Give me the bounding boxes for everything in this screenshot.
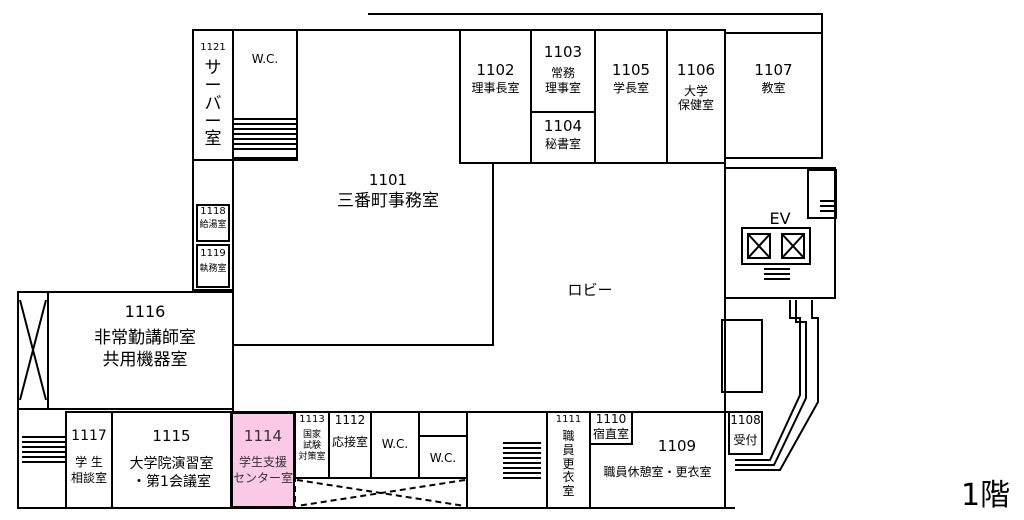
floor-label: 1階: [961, 478, 1011, 513]
room-1117-number: 1117: [71, 428, 107, 444]
room-1104-number: 1104: [543, 117, 583, 135]
room-1119-number: 1119: [200, 248, 226, 259]
room-1115-number: 1115: [152, 427, 191, 445]
room-1111-name: 職 員 更 衣 室: [562, 429, 575, 499]
room-1118-name: 給湯室: [199, 220, 227, 230]
room-1105-number: 1105: [611, 61, 651, 79]
ev-car-2: [781, 233, 805, 259]
room-1101-number: 1101: [368, 171, 408, 189]
room-1110-name: 宿直室: [592, 427, 629, 441]
wall-lobby: [493, 162, 726, 412]
room-1119-name: 執務室: [199, 264, 227, 274]
room-1121-number: 1121: [200, 42, 226, 53]
stair-hatch-right: [820, 200, 834, 212]
room-1106-number: 1106: [676, 61, 716, 79]
ramp-line-3: [735, 300, 819, 471]
wc-bottom-2-label: W.C.: [429, 451, 457, 465]
ramp-line-1: [735, 300, 801, 461]
wall-stair-bottom: [466, 411, 548, 509]
wall-1108: [728, 411, 763, 455]
room-1103-name: 常務 理事室: [544, 66, 581, 95]
room-1106-name: 大学 保健室: [677, 84, 714, 113]
ev-block: [724, 167, 836, 299]
stair-1116: [17, 291, 49, 410]
ramp-line-2: [735, 300, 807, 466]
room-1121-name: サ ー バ ー 室: [204, 58, 222, 150]
room-1114-name: 学生支援 センター室: [232, 455, 293, 485]
room-1111-number: 1111: [555, 414, 582, 425]
room-1114-number: 1114: [243, 427, 283, 445]
stair-1116-x2: [19, 299, 47, 401]
room-1114-fill: [231, 412, 295, 508]
room-1108-number: 1108: [730, 413, 761, 427]
ev-shaft: [741, 227, 811, 265]
ev-label: EV: [769, 209, 791, 228]
room-1112-name: 応接室: [331, 435, 368, 449]
room-1108-name: 受付: [733, 433, 758, 447]
wc-top-label: W.C.: [251, 52, 279, 66]
ev-car-1-x2: [747, 233, 771, 259]
ev-car-2-x2: [781, 233, 805, 259]
wall-1107: [724, 32, 823, 159]
stair-hatch-left: [22, 436, 66, 463]
outer-wall-top: [368, 13, 823, 33]
room-1113-number: 1113: [299, 414, 325, 425]
room-1103-number: 1103: [543, 43, 583, 61]
wall-1118: [196, 204, 230, 242]
right-small-box: [721, 319, 763, 393]
lobby-label: ロビー: [567, 281, 613, 299]
room-1118-number: 1118: [200, 206, 226, 217]
room-1110-number: 1110: [595, 412, 627, 426]
room-1104-name: 秘書室: [544, 137, 581, 151]
corridor-dashed: [294, 477, 468, 509]
room-1107-name: 教室: [761, 81, 786, 95]
room-1109-number: 1109: [657, 437, 697, 455]
room-1105-name: 学長室: [612, 81, 649, 95]
room-1102-name: 理事長室: [471, 81, 520, 95]
wc-bottom-1-label: W.C.: [381, 437, 409, 451]
right-stair-box: [807, 169, 837, 219]
ev-car-1: [747, 233, 771, 259]
stair-hatch-top: [233, 118, 297, 150]
room-1101-name: 三番町事務室: [337, 191, 439, 211]
room-1102-number: 1102: [476, 61, 515, 79]
corridor-dashed-x2: [296, 479, 466, 507]
wall-1109: [589, 411, 726, 509]
room-1116-number: 1116: [124, 302, 166, 321]
room-1112-number: 1112: [334, 413, 366, 427]
room-1116-name: 非常勤講師室 共用機器室: [94, 328, 196, 371]
stair-hatch-bottom: [503, 442, 541, 479]
stair-hatch-ev: [764, 268, 790, 280]
room-1117-name: 学 生 相談室: [70, 455, 107, 485]
room-1115-name: 大学院演習室 ・第1会議室: [129, 456, 214, 491]
wall-1119: [196, 244, 230, 288]
room-1107-number: 1107: [754, 61, 793, 79]
room-1109-name: 職員休憩室・更衣室: [603, 465, 712, 479]
room-1113-name: 国家 試験 対策室: [298, 430, 326, 462]
